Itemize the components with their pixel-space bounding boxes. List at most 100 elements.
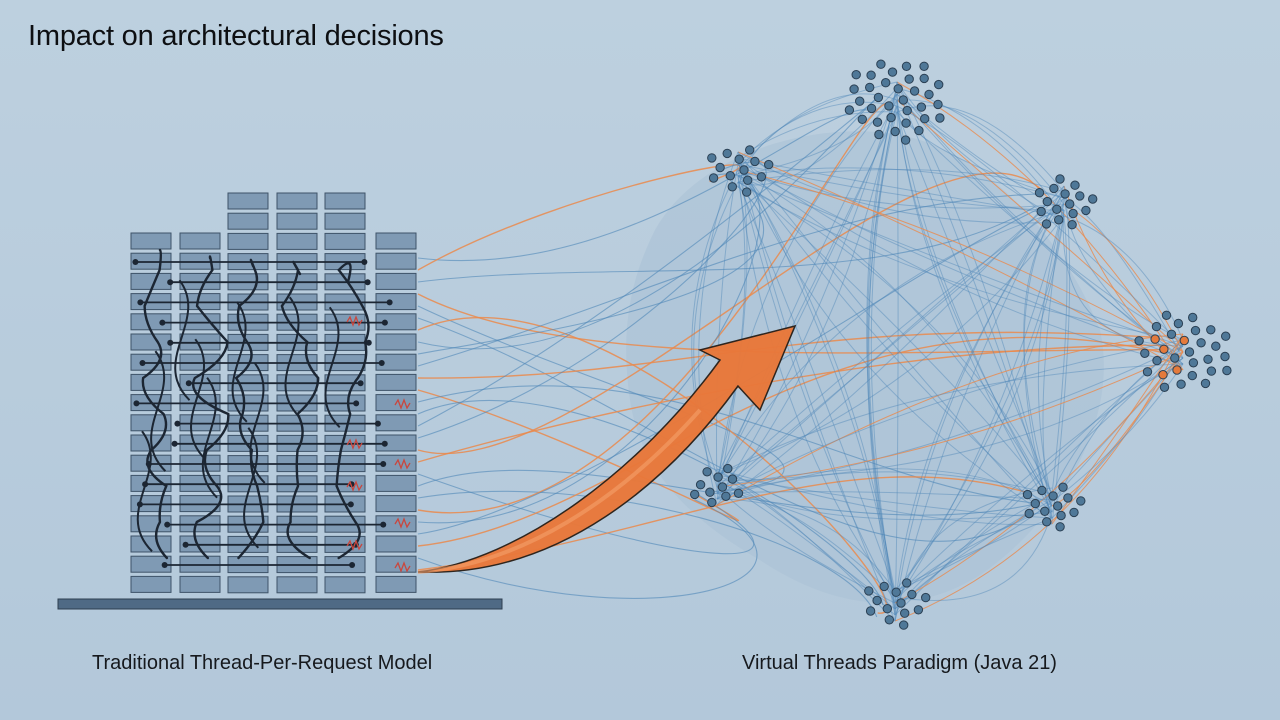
flow-line [737,163,1053,513]
flow-line [737,157,896,616]
thread-node [935,113,945,123]
traditional-model-caption: Traditional Thread-Per-Request Model [92,652,433,674]
flow-line [894,191,1065,616]
server-block [375,414,417,432]
thread-node [739,165,749,175]
thread-node [725,171,735,181]
thread-node [1188,358,1199,368]
server-block [375,232,417,250]
thread-node [900,608,910,618]
thread-node [745,145,755,155]
thread-endpoint [132,259,139,265]
flow-line [737,175,1053,501]
flow-line [417,400,884,606]
thread-node [921,592,931,603]
blocked-thread-markers [346,315,411,573]
thread-node [1222,365,1232,376]
flow-line [737,181,1184,341]
thread-endpoint [347,501,354,508]
flow-line [737,87,898,186]
flow-line [737,169,1053,507]
thread-endpoint [361,259,368,265]
thread-node [873,92,884,103]
active-flow-line [417,102,886,514]
thread-node [872,117,883,127]
virtual-thread-carrier-nodes [690,59,1232,630]
flow-line [417,305,785,493]
thread-node [876,59,886,69]
thread-node [864,586,874,596]
flow-line [716,345,1184,494]
thread-endpoint [378,360,385,366]
thread-endpoint [380,461,387,467]
flow-line [716,203,1065,488]
active-flow-line [894,351,1184,604]
active-flow-line [417,316,888,614]
thread-node [1134,336,1144,346]
flow-line [896,87,1053,519]
flow-line [737,175,896,598]
flow-line [417,385,1035,504]
thread-node [717,482,728,492]
thread-node [1024,508,1034,519]
flow-line [894,203,1065,604]
thread-endpoint [159,319,166,326]
flow-line [716,191,1065,500]
thread-node [1173,318,1184,329]
flow-line [716,468,1053,507]
thread-node [1088,194,1098,204]
server-block [130,333,172,351]
thread-node [1069,507,1079,518]
thread-node [1206,366,1217,376]
active-flow-line [1051,351,1184,507]
thread-node [898,95,908,105]
thread-node [1052,204,1062,215]
flow-line [716,468,1053,526]
thread-node [1196,338,1206,348]
server-block [227,232,269,250]
thread-node [1200,378,1211,389]
thread-node [1048,491,1058,501]
thread-node [907,589,917,600]
thread-node [695,480,706,490]
server-block [375,333,417,351]
thread-node [1030,498,1041,509]
virtual-thread-flows [417,81,1184,622]
active-flow-line [737,151,1184,371]
flow-line [737,169,1065,193]
thread-node [1034,188,1045,198]
flow-line [716,185,1065,506]
thread-endpoint [185,380,192,387]
thread-node [742,187,752,197]
flow-line [417,317,1033,542]
node-cluster [1134,310,1232,392]
zigzag-icon [346,315,363,327]
flow-line [1042,197,1065,513]
thread-node [866,70,876,80]
flow-line [716,163,739,494]
flow-line [716,87,898,500]
flow-line [716,209,1065,482]
flow-line [716,93,898,494]
flow-line [716,471,1053,500]
flow-line [698,151,739,506]
thread-node [879,581,889,592]
thread-node [865,82,875,93]
thread-node [904,74,914,84]
thread-node [1049,183,1059,194]
server-block [179,575,221,593]
thread-node [1221,331,1231,341]
thread-node [919,73,929,84]
thread-path [136,430,153,552]
active-flow-line [1063,203,1184,353]
thread-node [884,101,894,111]
flow-line [737,151,1065,224]
thread-node [886,112,896,123]
server-block [375,495,417,513]
flow-line [737,175,1184,347]
zigzag-icon [346,480,363,492]
flow-line [716,480,1053,521]
thread-node [914,125,924,136]
flow-line [1037,209,1065,501]
